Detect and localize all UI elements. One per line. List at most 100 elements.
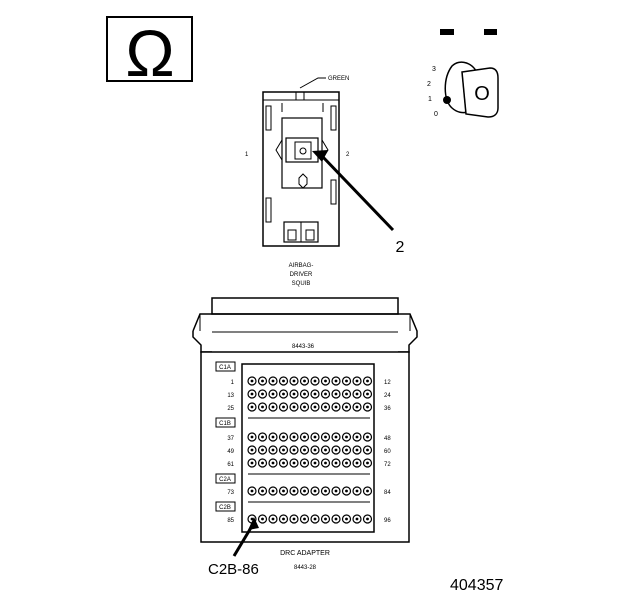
pin-socket-center [334,405,338,409]
pin-socket-center [345,448,348,452]
pin-socket-center [292,435,296,439]
pin-socket-center [324,517,327,521]
pin-socket-center [292,405,296,409]
pin-socket-grid [247,376,373,524]
row-end-pin: 60 [384,449,391,455]
drc-adapter: 8443-36 C1A C1B C2A C2B 1 12 13 24 25 36… [192,297,418,578]
pin-socket-center [303,517,306,521]
pin-socket-center [334,392,338,396]
pin-socket-center [366,379,369,383]
pin-socket-center [303,448,306,452]
pin-socket-center [261,517,264,521]
row-start-pin: 25 [227,406,234,412]
pin-socket-center [313,379,317,383]
pin-socket-center [282,461,285,465]
pin-socket-center [313,461,317,465]
pin-socket-center [292,489,296,493]
row-start-pin: 13 [227,393,234,399]
pin-socket-center [282,448,285,452]
connector-name-line: SQUIB [292,281,311,287]
pin-socket-center [366,405,369,409]
pin-socket-center [355,405,359,409]
pin-socket-center [250,435,254,439]
pin-socket-center [303,489,306,493]
row-end-pin: 96 [384,518,391,524]
pin-socket-center [355,379,359,383]
pin-socket-center [324,405,327,409]
row-start-pin: 85 [227,518,234,524]
pin-socket-center [271,435,275,439]
pin-number-label: 1 [245,152,249,158]
ignition-key-icon: O 3 2 1 0 [427,29,499,118]
pin-socket-center [250,461,254,465]
probe-arrowhead [312,150,328,162]
pin-socket-center [324,392,327,396]
pin-callout-label: C2B-86 [208,561,259,578]
key-letter: O [474,83,490,105]
pin-socket-center [366,448,369,452]
pin-socket-center [355,448,359,452]
pin-socket-center [313,448,317,452]
pin-socket-center [345,379,348,383]
pin-socket-center [303,405,306,409]
probe-line [320,154,395,232]
pin-socket-center [261,448,264,452]
pin-socket-center [250,379,254,383]
callout-number: 2 [396,239,405,256]
pin-socket-center [324,435,327,439]
pin-socket-center [282,517,285,521]
pin-socket-center [271,448,275,452]
pin-socket-center [366,435,369,439]
pin-number-label: 2 [346,152,350,158]
adapter-top-tab [211,297,399,315]
pin-socket-center [355,435,359,439]
pin-socket-center [366,517,369,521]
key-position-dot [443,96,451,104]
pin-socket-center [334,461,338,465]
pin-socket-center [282,392,285,396]
pin-socket-center [313,489,317,493]
pin-socket-center [313,392,317,396]
group-label: C2A [219,477,231,483]
pin-socket-center [292,461,296,465]
pin-socket-center [334,448,338,452]
pin-socket-center [334,379,338,383]
pin-socket-center [345,392,348,396]
pin-socket-center [334,489,338,493]
pin-socket-center [282,405,285,409]
pin-socket-center [261,461,264,465]
pin-socket-center [271,517,275,521]
pin-socket-center [271,405,275,409]
pin-socket-center [345,489,348,493]
ohm-glyph: Ω [125,16,174,90]
adapter-title: DRC ADAPTER [280,550,330,557]
row-end-pin: 84 [384,490,391,496]
pin-socket-center [355,517,359,521]
key-mark-right [484,29,497,35]
row-end-pin: 72 [384,462,391,468]
pin-socket-center [345,517,348,521]
row-start-pin: 49 [227,449,234,455]
connector-name-line: AIRBAG- [289,263,314,269]
pin-socket-center [313,435,317,439]
pin-socket-center [250,517,254,521]
row-start-pin: 61 [227,462,234,468]
row-start-pin: 1 [231,380,235,386]
ohm-meter-symbol: Ω [106,16,193,90]
pin-socket-center [261,489,264,493]
pin-socket-center [324,379,327,383]
pin-socket-center [303,392,306,396]
pin-socket-center [282,379,285,383]
pin-socket-center [282,435,285,439]
figure-number: 404357 [450,577,503,594]
pin-socket-center [366,392,369,396]
pin-socket-center [324,489,327,493]
pin-socket-center [292,448,296,452]
pin-socket-center [261,392,264,396]
pin-socket-center [292,517,296,521]
pin-socket-center [271,489,275,493]
pin-socket-center [261,435,264,439]
pin-socket-center [334,435,338,439]
key-position-label: 3 [432,66,436,73]
key-mark-left [440,29,454,35]
